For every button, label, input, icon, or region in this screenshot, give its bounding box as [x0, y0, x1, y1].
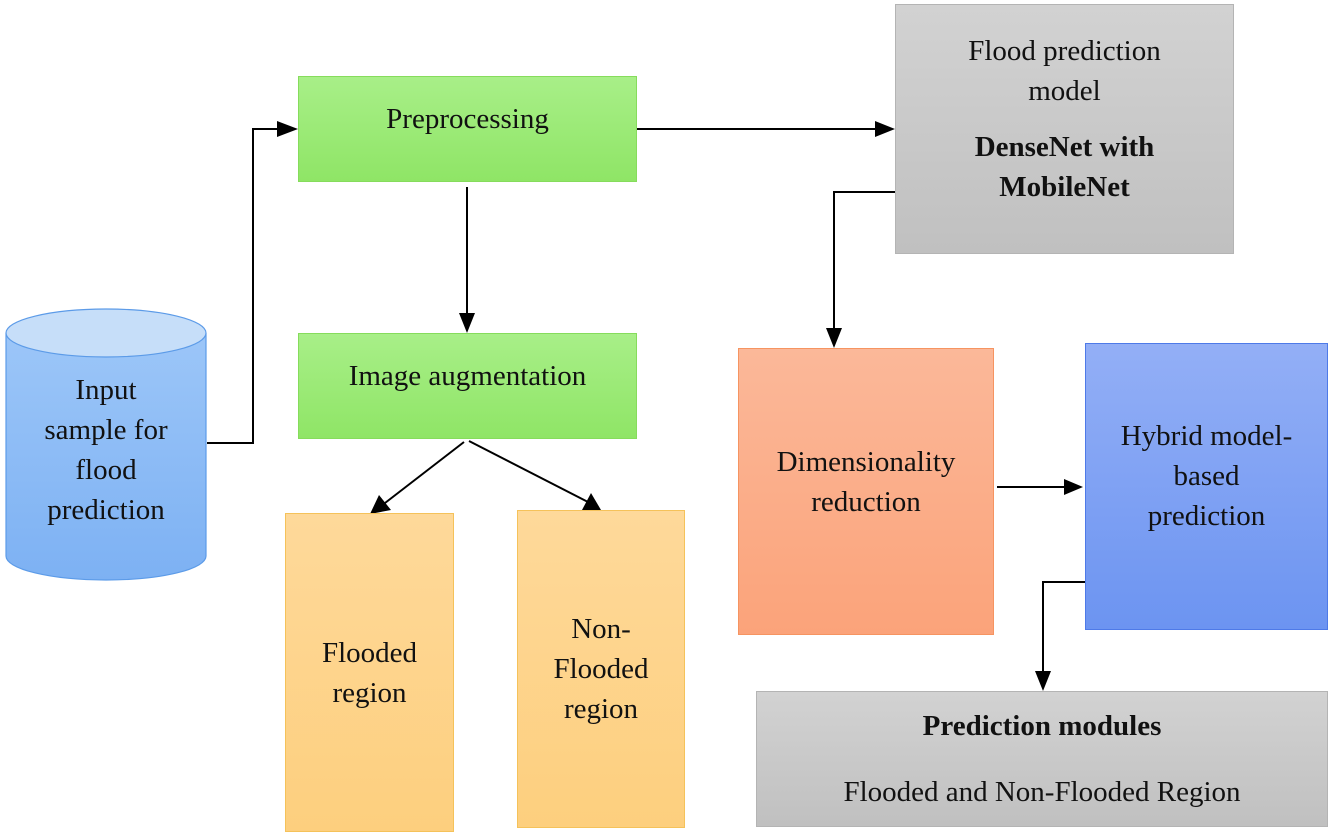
node-dimensionality-line: Dimensionality [776, 445, 956, 478]
arrowhead-icon [277, 121, 298, 137]
node-prediction-title: Prediction modules [922, 710, 1162, 742]
arrowhead-icon [370, 495, 391, 514]
edge-input-to-preprocessing [207, 128, 278, 444]
edge-augmentation-to-nonflooded [468, 440, 589, 503]
node-nonflooded-line: region [563, 693, 639, 725]
node-input-line: flood [75, 454, 137, 486]
node-prediction-subtitle: Flooded and Non-Flooded Region [843, 776, 1241, 808]
node-model-architecture: MobileNet [999, 171, 1130, 203]
node-hybrid-line: based [1173, 460, 1240, 492]
node-flood-prediction-model: Flood prediction model DenseNet with Mob… [895, 4, 1234, 254]
arrowhead-icon [1064, 479, 1083, 495]
node-model-line: model [1028, 75, 1101, 107]
input-cylinder [5, 308, 207, 581]
node-nonflooded-line: Flooded [553, 653, 649, 685]
node-non-flooded-region: Non- Flooded region [517, 510, 685, 828]
node-preprocessing-label: Preprocessing [386, 103, 549, 135]
arrowhead-icon [582, 493, 601, 510]
node-flooded-region: Flooded region [285, 513, 454, 832]
node-hybrid-line: prediction [1147, 500, 1266, 532]
edge-hybrid-to-prediction [1042, 581, 1085, 672]
node-input-line: Input [75, 374, 137, 406]
arrowhead-icon [875, 121, 895, 137]
node-dimensionality-line: reduction [811, 485, 921, 518]
node-augmentation-label: Image augmentation [348, 360, 587, 392]
node-model-line: Flood prediction [968, 35, 1161, 67]
arrowhead-icon [826, 328, 842, 348]
node-preprocessing: Preprocessing [298, 76, 637, 182]
arrowhead-icon [1035, 671, 1051, 691]
edge-augmentation-to-flooded [384, 441, 465, 504]
node-model-architecture: DenseNet with [974, 131, 1155, 163]
node-prediction-modules: Prediction modules Flooded and Non-Flood… [756, 691, 1328, 827]
node-input: Input sample for flood prediction [6, 370, 206, 530]
node-image-augmentation: Image augmentation [298, 333, 637, 439]
node-hybrid-line: Hybrid model- [1120, 420, 1293, 452]
node-dimensionality-reduction: Dimensionality reduction [738, 348, 994, 635]
node-input-line: prediction [47, 494, 165, 526]
node-flooded-line: Flooded [321, 636, 418, 669]
node-hybrid-prediction: Hybrid model- based prediction [1085, 343, 1328, 630]
arrowhead-icon [459, 313, 475, 333]
edge-model-to-dimensionality [833, 191, 895, 329]
node-nonflooded-line: Non- [571, 613, 631, 645]
node-input-line: sample for [44, 414, 168, 446]
node-flooded-line: region [332, 676, 407, 709]
